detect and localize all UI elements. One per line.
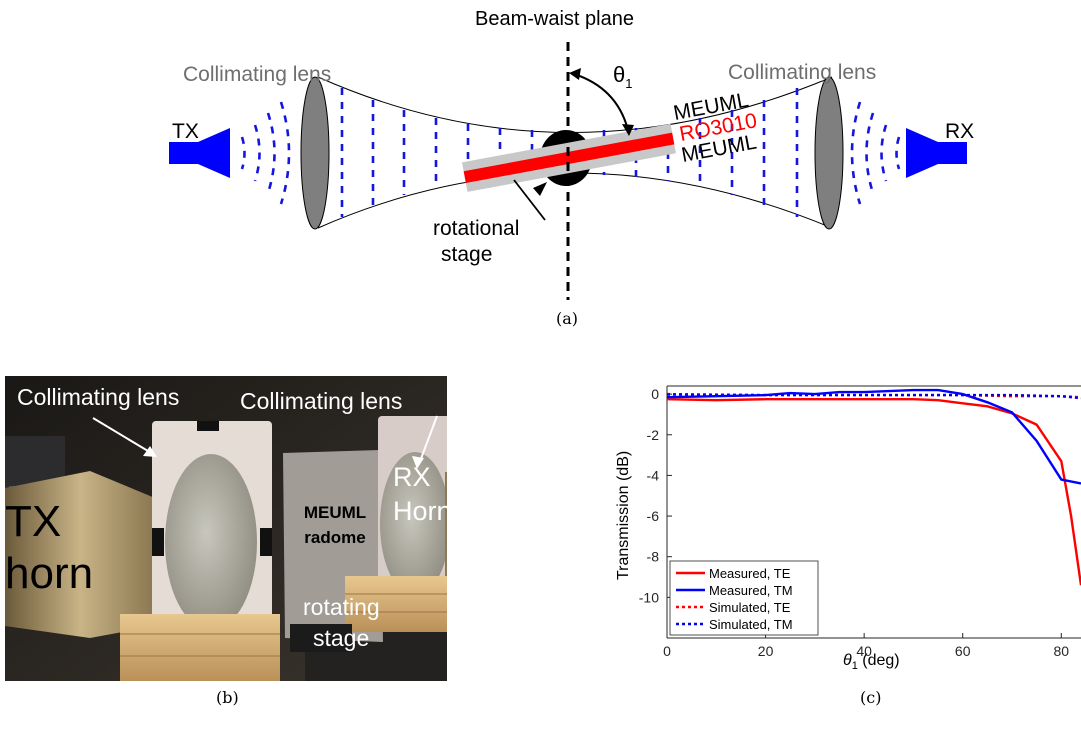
tx-label: TX: [172, 120, 199, 143]
schematic-panel: Beam-waist plane Collimating lens Collim…: [0, 0, 1081, 335]
arc-arrowhead-start: [569, 68, 581, 80]
x-tick-label: 40: [856, 643, 872, 659]
chart-xlabel-subscript: 1: [851, 660, 858, 672]
tx-horn-photo: [5, 471, 155, 638]
series-line-1: [666, 398, 1081, 586]
rx-collimating-lens: [814, 76, 844, 230]
arc-arrowhead-end: [622, 124, 634, 136]
y-tick-label: -4: [647, 467, 660, 483]
rx-lens-arrow: [418, 415, 438, 465]
y-tick-label: -6: [647, 508, 660, 524]
rotational-stage-label: rotational stage: [433, 216, 519, 268]
chart-legend: Measured, TE Measured, TM Simulated, TE Sim…: [669, 560, 819, 636]
legend-label: Simulated, TE: [709, 600, 791, 615]
rx-wavefronts: [850, 101, 901, 205]
caption-b: (b): [216, 688, 239, 707]
legend-label: Measured, TE: [709, 566, 791, 581]
x-tick-label: 20: [758, 643, 774, 659]
photo-tx-label-line2: horn: [5, 549, 94, 598]
x-tick-label: 80: [1053, 643, 1069, 659]
tx-wavefronts: [240, 101, 291, 205]
schematic-drawing: [169, 42, 967, 300]
rotating-stage-photo: [290, 624, 352, 652]
y-tick-label: 0: [651, 386, 659, 402]
photo-stage-line1: rotating: [303, 594, 380, 620]
setup-photo-drawing: [5, 376, 447, 681]
theta-symbol: θ: [613, 62, 626, 87]
chart-ylabel: Transmission (dB): [615, 450, 632, 580]
chart-xlabel-symbol: θ: [843, 652, 852, 669]
theta-label: θ1: [613, 62, 633, 91]
chart-xlabel: θ1 (deg): [843, 652, 900, 672]
x-tick-label: 0: [663, 643, 671, 659]
stage-label-line2: stage: [441, 243, 493, 266]
wood-block-right: [345, 576, 447, 632]
tx-collimating-lens: [300, 76, 330, 230]
rx-horn-photo: [445, 472, 447, 582]
legend-label: Measured, TM: [709, 583, 793, 598]
wood-block-left: [120, 614, 280, 681]
y-tick-label: -8: [647, 549, 660, 565]
tx-lens-arrow: [92, 417, 154, 455]
beam-wavefronts: [340, 88, 799, 217]
chart-series: [666, 388, 1081, 586]
photo-tx-label-line1: TX: [5, 497, 62, 546]
caption-c: (c): [860, 688, 882, 707]
sample-slab: [462, 123, 676, 192]
photo-radome-label: MEUML radome: [303, 500, 367, 550]
photo-radome-line2: radome: [304, 528, 366, 547]
stage-label-line1: rotational: [433, 217, 520, 240]
chart-xlabel-unit: (deg): [857, 652, 900, 669]
theta-subscript: 1: [625, 76, 633, 91]
y-tick-label: -2: [647, 427, 660, 443]
theta-angle-arc: [573, 73, 629, 131]
stage-pointer-line: [513, 179, 546, 221]
rx-lens-label: Collimating lens: [728, 61, 877, 84]
photo-rx-label-line1: RX: [393, 462, 431, 492]
y-tick-label: -10: [639, 589, 659, 605]
photo-tx-horn-label: TX horn: [5, 496, 93, 600]
photo-rx-label-line2: Horn: [393, 496, 447, 526]
photo-tx-lens-label: Collimating lens: [17, 384, 180, 410]
photo-rx-horn-label: RX Horn: [393, 460, 447, 528]
rx-horn-icon: [906, 128, 967, 178]
legend-label: Simulated, TM: [709, 617, 793, 632]
setup-photo: Collimating lens Collimating lens TX hor…: [5, 376, 447, 681]
caption-a: (a): [556, 309, 579, 328]
x-tick-label: 60: [955, 643, 971, 659]
series-line-2: [666, 388, 1081, 485]
tx-horn-icon: [169, 128, 230, 178]
rx-label: RX: [945, 120, 975, 143]
photo-stage-line2: stage: [313, 625, 370, 651]
tx-lens-label: Collimating lens: [183, 63, 332, 86]
stage-pointer-arrowhead: [533, 182, 547, 196]
beam-waist-label: Beam-waist plane: [475, 8, 634, 30]
tx-lens-photo: [165, 454, 257, 630]
photo-rx-lens-label: Collimating lens: [240, 388, 403, 414]
photo-radome-line1: MEUML: [303, 503, 367, 522]
photo-stage-label: rotating stage: [303, 592, 380, 654]
rx-lens-photo: [380, 452, 447, 596]
series-line-4: [666, 393, 1081, 400]
chart-axes: 0 20 40 60 80 0 -2 -4 -6 -8 -10: [639, 385, 1081, 659]
